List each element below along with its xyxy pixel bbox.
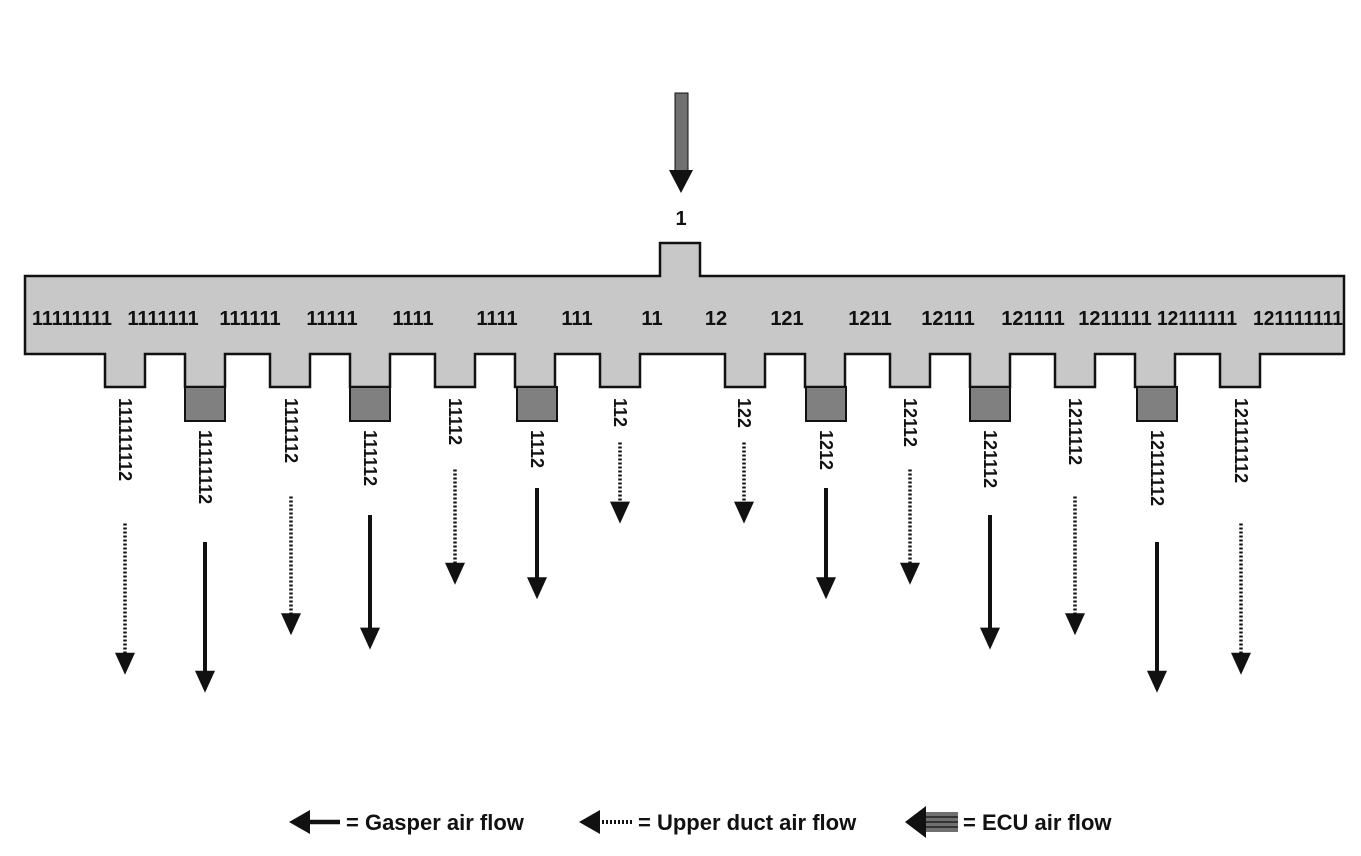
legend-ecu-label: = ECU air flow	[963, 810, 1112, 835]
gasper-outlet-box	[969, 386, 1011, 422]
main-duct	[23, 241, 1346, 389]
upper-duct-outlet: 1211112	[1065, 398, 1085, 636]
outlet-label: 11112	[445, 398, 465, 445]
gasper-outlet-box	[1136, 386, 1178, 422]
duct-node-label: 121111111	[1253, 308, 1343, 330]
flow-arrowhead	[1147, 670, 1167, 693]
upper-duct-outlet: 112	[610, 398, 630, 524]
legend: = Gasper air flow = Upper duct air flow …	[289, 806, 1112, 838]
flow-arrowhead	[610, 501, 630, 524]
outlet-label: 121111112	[1231, 398, 1251, 483]
ecu-inlet-arrow	[669, 92, 693, 193]
upper-duct-outlet: 122	[734, 398, 754, 524]
legend-ecu: = ECU air flow	[905, 806, 1112, 838]
gasper-outlet-box	[516, 386, 558, 422]
flow-arrowhead	[900, 562, 920, 585]
legend-upper-duct-label: = Upper duct air flow	[638, 810, 857, 835]
gasper-outlet: 1212	[816, 430, 836, 600]
duct-node-label: 12	[705, 308, 727, 330]
gasper-outlet-box	[349, 386, 391, 422]
duct-node-label: 1211	[848, 308, 891, 330]
duct-node-label: 111	[561, 308, 592, 330]
legend-upper-duct: = Upper duct air flow	[579, 810, 857, 835]
outlet-label: 1211112	[1065, 398, 1085, 465]
upper-duct-outlet: 121111112	[1231, 398, 1251, 675]
duct-node-label: 11	[641, 308, 662, 330]
outlet-label: 11111112	[195, 430, 215, 504]
flow-arrowhead	[1231, 652, 1251, 675]
flow-arrowhead	[527, 577, 547, 600]
duct-node-label: 12111	[921, 308, 974, 330]
outlet-label: 1112	[527, 430, 547, 468]
upper-duct-outlet: 111111112	[115, 398, 135, 675]
outlet-label: 111112	[360, 430, 380, 486]
flow-arrowhead	[281, 613, 301, 636]
legend-gasper: = Gasper air flow	[289, 810, 525, 835]
flow-arrowhead	[1065, 613, 1085, 636]
flow-arrowhead	[816, 577, 836, 600]
outlet-label: 12112	[900, 398, 920, 447]
flow-arrowhead	[734, 501, 754, 524]
gasper-outlet-box	[805, 386, 847, 422]
outlet-label: 121112	[980, 430, 1000, 488]
outlet-label: 12111112	[1147, 430, 1167, 506]
gasper-outlet: 12111112	[1147, 430, 1167, 693]
gasper-outlet-box	[184, 386, 226, 422]
gasper-outlet: 1112	[527, 430, 547, 600]
upper-duct-outlet: 12112	[900, 398, 920, 585]
legend-gasper-label: = Gasper air flow	[346, 810, 525, 835]
duct-node-label: 111111	[219, 308, 280, 330]
duct-node-label: 1111	[392, 308, 433, 330]
gasper-outlet: 121112	[980, 430, 1000, 650]
upper-duct-outlet: 1111112	[281, 398, 301, 636]
duct-node-label: 11111111	[32, 308, 112, 330]
outlet-label: 112	[610, 398, 630, 427]
outlet-label: 122	[734, 398, 754, 428]
outlet-label: 1212	[816, 430, 836, 470]
duct-node-label: 1211111	[1078, 308, 1151, 330]
duct-node-label: 1111	[476, 308, 517, 330]
flow-arrowhead	[360, 627, 380, 650]
flow-arrowhead	[445, 562, 465, 585]
duct-node-label: 121	[770, 308, 803, 330]
flow-arrowhead	[980, 627, 1000, 650]
gasper-outlet: 111112	[360, 430, 380, 650]
flow-arrowhead	[115, 652, 135, 675]
duct-node-label: 12111111	[1157, 308, 1237, 330]
duct-node-label: 121111	[1001, 308, 1064, 330]
outlet-label: 111111112	[115, 398, 135, 481]
inlet-label: 1	[675, 208, 686, 230]
outlet-label: 1111112	[281, 398, 301, 463]
duct-node-label: 11111	[306, 308, 357, 330]
ecu-arrow-icon	[905, 806, 958, 838]
flow-arrowhead	[195, 670, 215, 693]
upper-duct-outlet: 11112	[445, 398, 465, 585]
gasper-outlet: 11111112	[195, 430, 215, 693]
duct-node-label: 1111111	[127, 308, 198, 330]
